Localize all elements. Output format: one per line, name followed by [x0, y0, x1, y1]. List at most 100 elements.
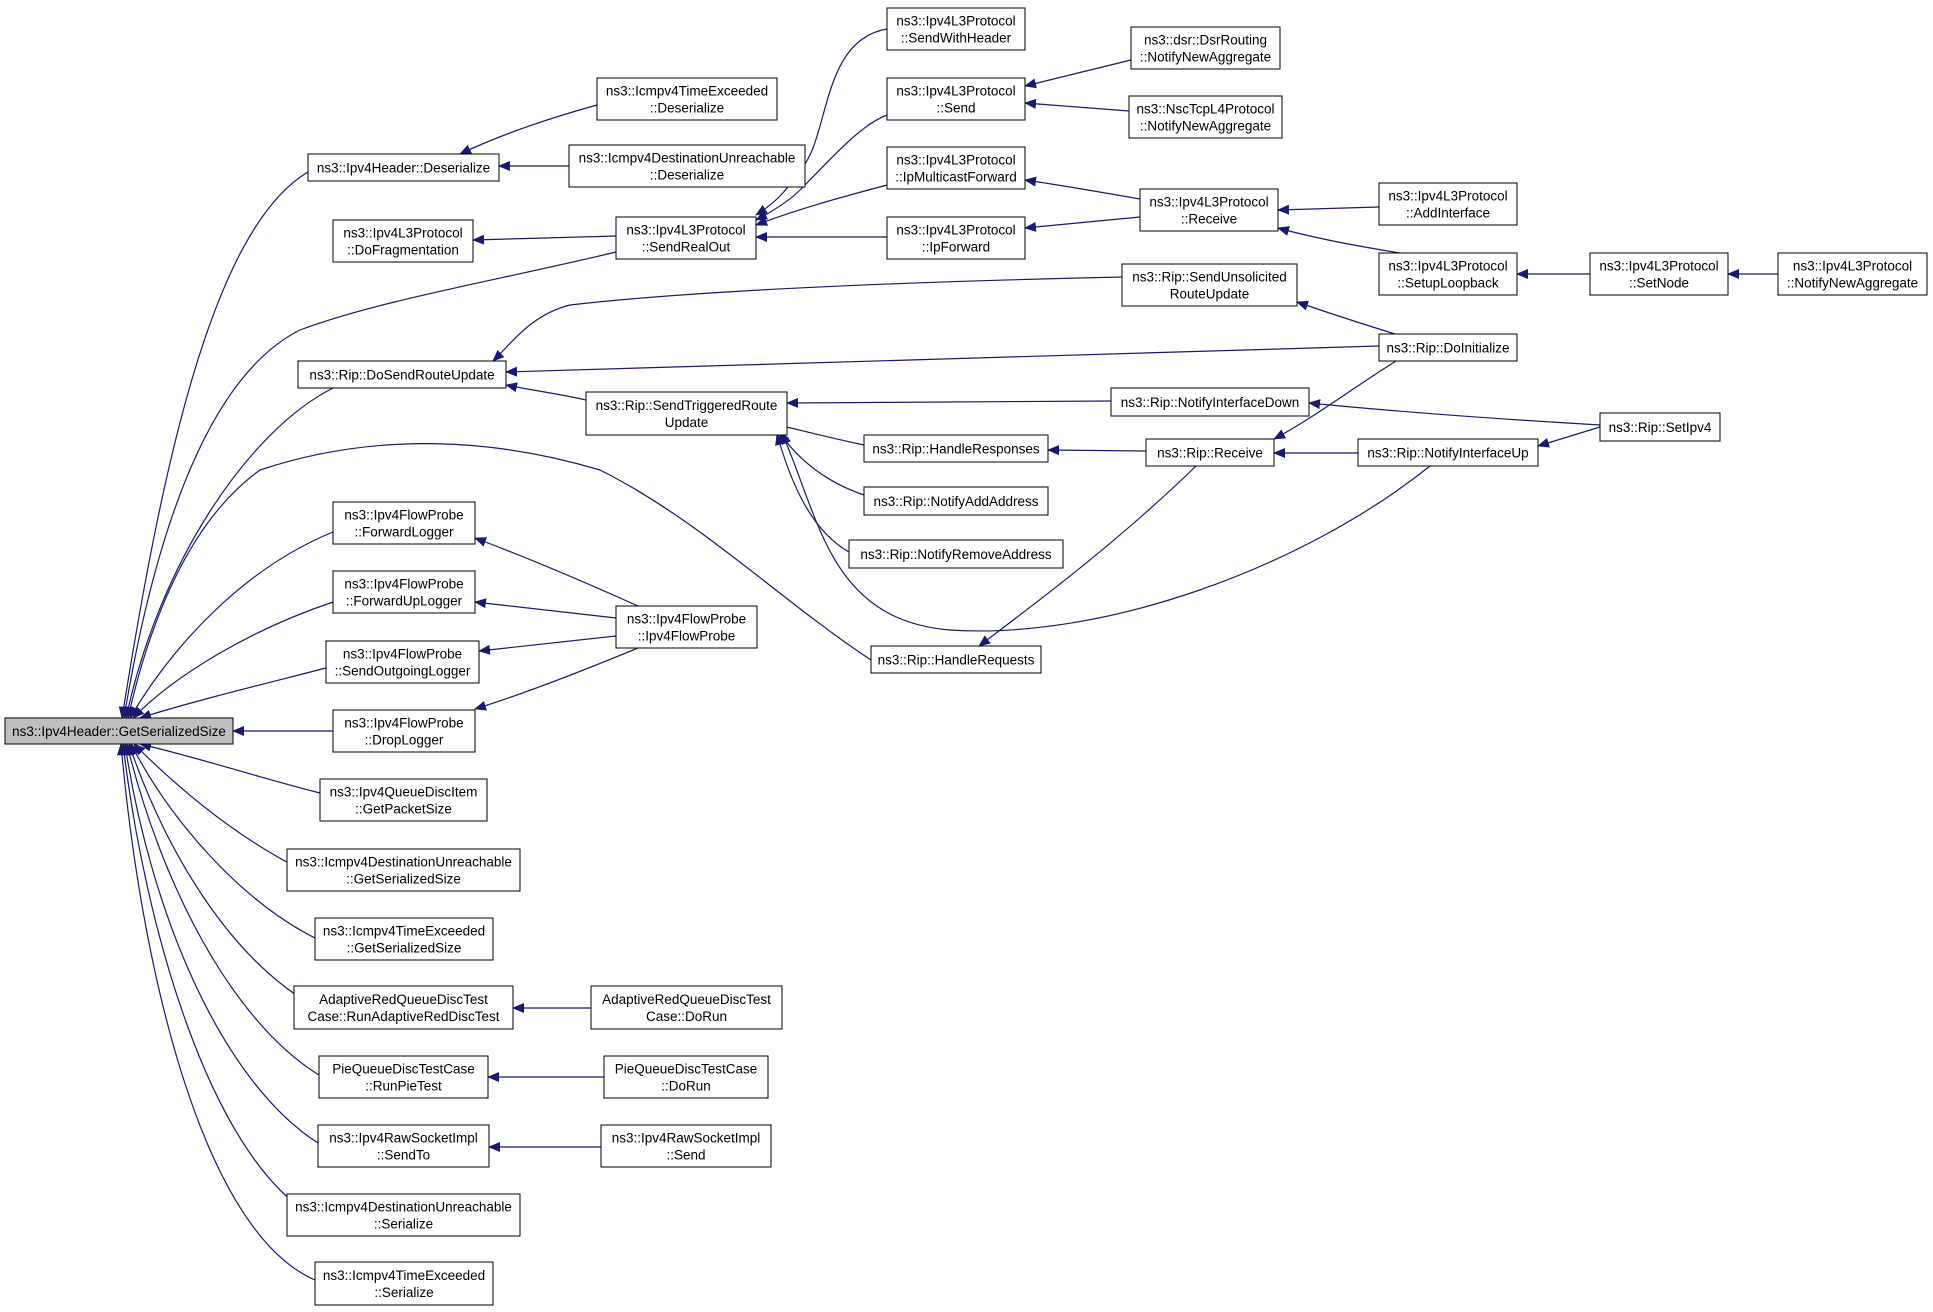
node-icmp_du_gss[interactable]: ns3::Icmpv4DestinationUnreachable::GetSe… [286, 848, 521, 892]
edge-l3_setuplo-to-l3_receive [1277, 226, 1401, 254]
node-l3_nna[interactable]: ns3::Ipv4L3Protocol::NotifyNewAggregate [1777, 252, 1928, 296]
node-label: ns3::Ipv4L3Protocol [343, 226, 462, 241]
node-l3_receive[interactable]: ns3::Ipv4L3Protocol::Receive [1139, 188, 1279, 232]
node-box [603, 1055, 769, 1099]
node-box [286, 1193, 521, 1237]
edge-rip_receive-to-rip_handleresp [1047, 445, 1147, 456]
node-box [615, 216, 757, 260]
node-rip_setipv4[interactable]: ns3::Rip::SetIpv4 [1599, 412, 1721, 442]
node-raw_send[interactable]: ns3::Ipv4RawSocketImpl::Send [600, 1124, 772, 1168]
node-qdisc_pkt[interactable]: ns3::Ipv4QueueDiscItem::GetPacketSize [319, 778, 488, 822]
node-l3_ipfwd[interactable]: ns3::Ipv4L3Protocol::IpForward [886, 216, 1026, 260]
node-raw_sendto[interactable]: ns3::Ipv4RawSocketImpl::SendTo [317, 1124, 490, 1168]
node-label: ns3::Ipv4Header::Deserialize [317, 161, 490, 176]
node-box [848, 539, 1064, 569]
node-nsc_nna[interactable]: ns3::NscTcpL4Protocol::NotifyNewAggregat… [1128, 95, 1283, 139]
node-rip_handlereq[interactable]: ns3::Rip::HandleRequests [870, 645, 1042, 674]
node-box [314, 917, 494, 961]
node-icmp_du_deser[interactable]: ns3::Icmpv4DestinationUnreachable::Deser… [568, 144, 806, 188]
node-fp_ctor[interactable]: ns3::Ipv4FlowProbe::Ipv4FlowProbe [615, 605, 758, 649]
edge-rip_setipv4-to-rip_ifdown [1308, 399, 1601, 426]
node-label: ns3::Ipv4L3Protocol [1793, 259, 1912, 274]
node-box [1599, 412, 1721, 442]
node-rip_dosend[interactable]: ns3::Rip::DoSendRouteUpdate [297, 360, 507, 389]
edge-rip_doinit-to-rip_receive [1273, 360, 1397, 440]
node-rip_ifup[interactable]: ns3::Rip::NotifyInterfaceUp [1357, 438, 1539, 467]
node-box [863, 486, 1049, 516]
node-label: ns3::Ipv4FlowProbe [344, 577, 463, 592]
node-dsr_nna[interactable]: ns3::dsr::DsrRouting::NotifyNewAggregate [1130, 26, 1281, 70]
node-box [293, 985, 514, 1030]
edge-fp_sendout-to-root [139, 667, 327, 720]
node-box [286, 848, 521, 892]
node-l3_dofrag[interactable]: ns3::Ipv4L3Protocol::DoFragmentation [332, 219, 474, 263]
edge-l3_sendrealout-to-l3_dofrag [472, 234, 617, 245]
node-box [590, 985, 783, 1030]
node-box [1357, 438, 1539, 467]
node-rip_receive[interactable]: ns3::Rip::Receive [1145, 438, 1275, 467]
node-box [1378, 252, 1518, 296]
node-rip_handleresp[interactable]: ns3::Rip::HandleResponses [863, 434, 1049, 463]
node-label: ns3::Rip::SendTriggeredRoute [596, 398, 778, 413]
node-label: ns3::dsr::DsrRouting [1144, 33, 1267, 48]
node-l3_send[interactable]: ns3::Ipv4L3Protocol::Send [886, 77, 1026, 121]
node-label: RouteUpdate [1170, 287, 1250, 302]
edge-rip_setipv4-to-rip_ifup [1537, 426, 1601, 448]
node-label: ns3::Ipv4RawSocketImpl [329, 1131, 478, 1146]
edge-l3_sendwh-to-l3_sendrealout [755, 28, 888, 216]
node-l3_setuplo[interactable]: ns3::Ipv4L3Protocol::SetupLoopback [1378, 252, 1518, 296]
node-ared_run[interactable]: AdaptiveRedQueueDiscTestCase::RunAdaptiv… [293, 985, 514, 1030]
edge-rip_unsol-to-rip_dosend [492, 276, 1123, 362]
node-rip_ifdown[interactable]: ns3::Rip::NotifyInterfaceDown [1110, 387, 1310, 417]
node-fp_fwdlog[interactable]: ns3::Ipv4FlowProbe::ForwardLogger [332, 501, 476, 545]
node-label: ::GetPacketSize [355, 802, 452, 817]
node-rip_notifyrem[interactable]: ns3::Rip::NotifyRemoveAddress [848, 539, 1064, 569]
node-box [1130, 26, 1281, 70]
node-pie_run[interactable]: PieQueueDiscTestCase::RunPieTest [318, 1055, 489, 1099]
edge-rip_dosend-to-root [123, 387, 334, 719]
edge-nsc_nna-to-l3_send [1024, 98, 1130, 112]
node-label: ::SetNode [1629, 276, 1689, 291]
node-icmp_te_gss[interactable]: ns3::Icmpv4TimeExceeded::GetSerializedSi… [314, 917, 494, 961]
node-label: ns3::Ipv4RawSocketImpl [612, 1131, 761, 1146]
node-label: ::Send [666, 1148, 705, 1163]
node-l3_sendrealout[interactable]: ns3::Ipv4L3Protocol::SendRealOut [615, 216, 757, 260]
node-ipv4hdr_deser[interactable]: ns3::Ipv4Header::Deserialize [307, 153, 500, 182]
node-fp_sendout[interactable]: ns3::Ipv4FlowProbe::SendOutgoingLogger [325, 640, 480, 684]
node-label: AdaptiveRedQueueDiscTest [602, 992, 771, 1007]
node-fp_fwduplog[interactable]: ns3::Ipv4FlowProbe::ForwardUpLogger [332, 570, 476, 614]
node-l3_setnode[interactable]: ns3::Ipv4L3Protocol::SetNode [1589, 252, 1729, 296]
node-icmp_te_ser[interactable]: ns3::Icmpv4TimeExceeded::Serialize [314, 1261, 494, 1306]
node-box [307, 153, 500, 182]
node-rip_notifyadd[interactable]: ns3::Rip::NotifyAddAddress [863, 486, 1049, 516]
node-label: ::Receive [1181, 212, 1237, 227]
node-box [596, 77, 778, 121]
node-label: ns3::NscTcpL4Protocol [1136, 102, 1274, 117]
edge-fp_fwdlog-to-root [129, 531, 334, 719]
edge-rip_ifup-to-rip_sendtrig [781, 432, 1431, 632]
node-icmp_te_deser[interactable]: ns3::Icmpv4TimeExceeded::Deserialize [596, 77, 778, 121]
node-label: ::GetSerializedSize [346, 872, 461, 887]
node-root[interactable]: ns3::Ipv4Header::GetSerializedSize [4, 717, 234, 745]
edge-l3_sendrealout-to-root [120, 251, 617, 719]
edge-fp_fwduplog-to-root [132, 601, 334, 719]
node-box [1128, 95, 1283, 139]
node-box [886, 7, 1026, 51]
node-label: ns3::Rip::HandleRequests [878, 653, 1035, 668]
node-pie_dorun[interactable]: PieQueueDiscTestCase::DoRun [603, 1055, 769, 1099]
node-icmp_du_ser[interactable]: ns3::Icmpv4DestinationUnreachable::Seria… [286, 1193, 521, 1237]
node-label: ns3::Rip::DoInitialize [1386, 341, 1509, 356]
node-l3_ipmcast[interactable]: ns3::Ipv4L3Protocol::IpMulticastForward [886, 146, 1026, 190]
node-l3_sendwh[interactable]: ns3::Ipv4L3Protocol::SendWithHeader [886, 7, 1026, 51]
node-fp_drop[interactable]: ns3::Ipv4FlowProbe::DropLogger [332, 709, 476, 753]
node-box [1121, 263, 1298, 307]
node-label: ns3::Icmpv4TimeExceeded [323, 924, 485, 939]
node-l3_addif[interactable]: ns3::Ipv4L3Protocol::AddInterface [1378, 182, 1518, 226]
node-box [332, 709, 476, 753]
node-rip_doinit[interactable]: ns3::Rip::DoInitialize [1378, 333, 1518, 362]
edge-fp_ctor-to-fp_drop [474, 647, 639, 711]
node-label: ns3::Rip::SetIpv4 [1609, 420, 1712, 435]
